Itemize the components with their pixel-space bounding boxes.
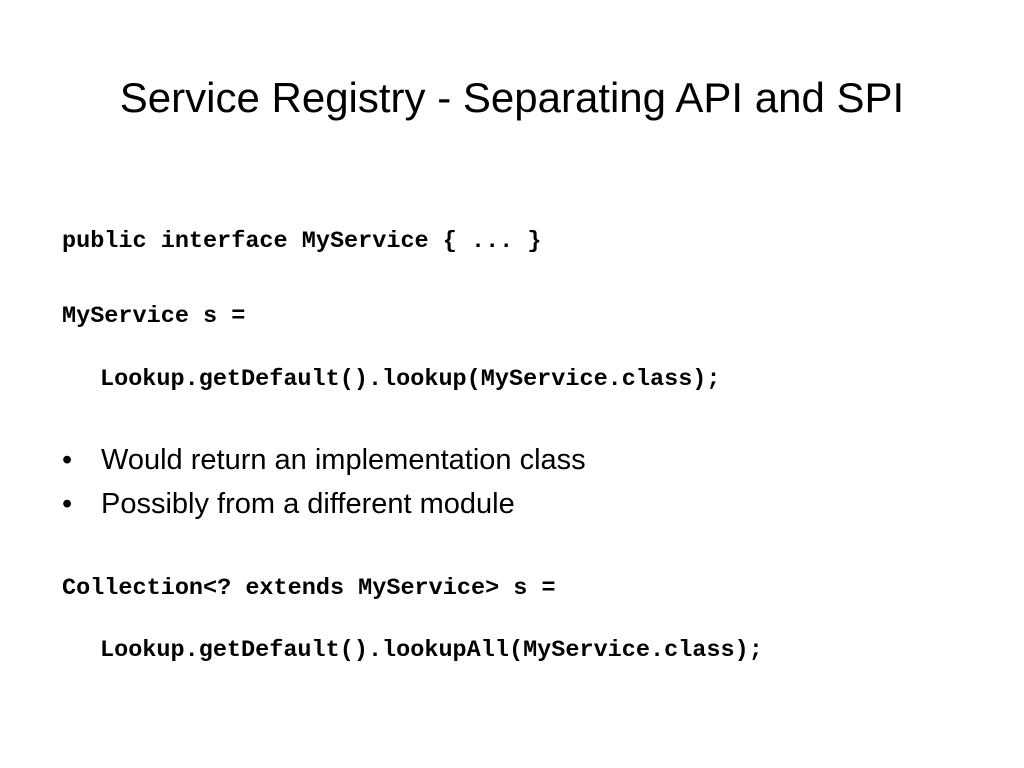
code-collection-assignment: Collection<? extends MyService> s = bbox=[62, 575, 556, 602]
code-lookup-assignment: MyService s = bbox=[62, 303, 246, 330]
bullet-item: • Would return an implementation class bbox=[62, 438, 586, 482]
bullet-icon: • bbox=[62, 444, 73, 476]
slide-title: Service Registry - Separating API and SP… bbox=[119, 74, 905, 121]
bullet-text: Possibly from a different module bbox=[101, 488, 515, 520]
code-lookup-call: Lookup.getDefault().lookup(MyService.cla… bbox=[100, 366, 721, 393]
code-interface-declaration: public interface MyService { ... } bbox=[62, 228, 542, 255]
bullet-item: • Possibly from a different module bbox=[62, 482, 586, 526]
bullet-text: Would return an implementation class bbox=[101, 444, 586, 476]
bullet-icon: • bbox=[62, 488, 73, 520]
bullet-list: • Would return an implementation class •… bbox=[62, 438, 586, 526]
code-lookupall-call: Lookup.getDefault().lookupAll(MyService.… bbox=[100, 637, 763, 664]
